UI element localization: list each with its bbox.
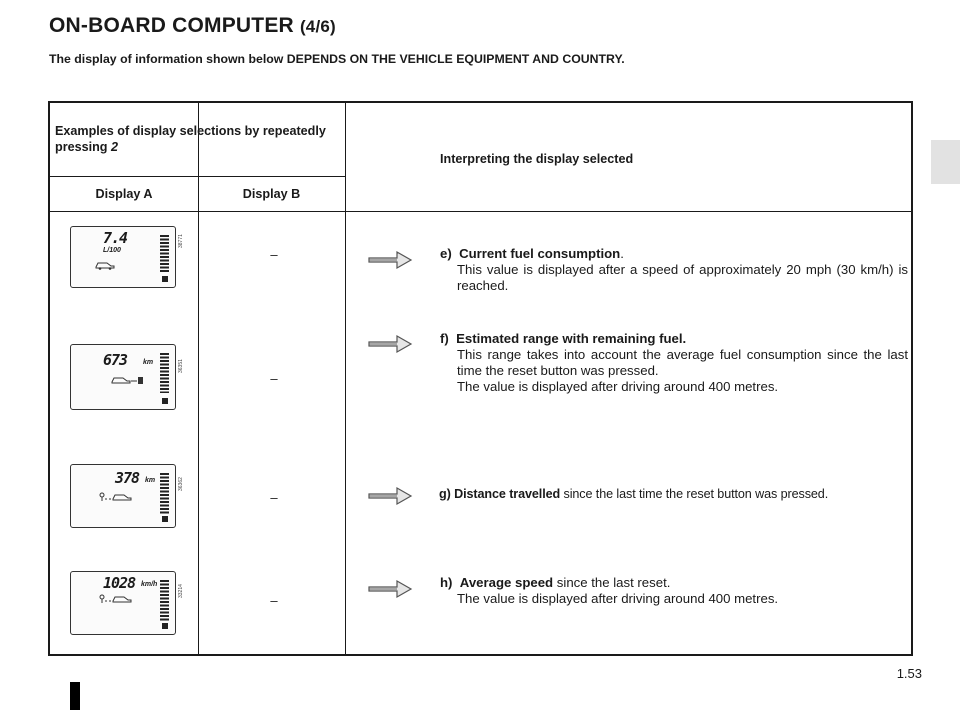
display-b-value: – <box>270 247 278 262</box>
display-value: 1028 <box>103 574 136 592</box>
display-unit: km <box>143 359 154 366</box>
entry-estimated-range: f) Estimated range with remaining fuel. … <box>440 331 908 394</box>
display-b-value: – <box>270 371 278 386</box>
arrow-right-icon <box>368 334 413 354</box>
title-text: ON-BOARD COMPUTER <box>49 14 294 37</box>
entry-line: This range takes into account the averag… <box>457 347 908 378</box>
button-ref: 2 <box>111 140 119 154</box>
entry-line: This value is displayed after a speed of… <box>457 262 908 293</box>
examples-header: Examples of display selections by repeat… <box>55 124 326 154</box>
image-ref: 36351 <box>178 359 184 373</box>
fuel-pump-icon <box>162 516 168 522</box>
header-divider <box>50 176 345 177</box>
lcd-display-average-speed: 1028 km/h <box>70 571 176 635</box>
entry-label: Current fuel consumption <box>459 246 621 261</box>
display-table: Examples of display selections by repeat… <box>48 101 913 656</box>
header-bottom-rule <box>50 211 911 212</box>
display-unit: km <box>145 477 156 484</box>
lcd-display-range: 673 km <box>70 344 176 410</box>
lcd-display-fuel-consumption: 7.4 L/100 <box>70 226 176 288</box>
fuel-pump-icon <box>162 276 168 282</box>
title-part: (4/6) <box>299 17 336 36</box>
entry-distance-travelled: g) Distance travelled since the last tim… <box>439 487 829 501</box>
page-number: 1.53 <box>896 666 922 681</box>
entry-line: The value is displayed after driving aro… <box>457 379 779 394</box>
image-ref: 38771 <box>178 234 184 248</box>
display-unit: km/h <box>141 581 158 588</box>
image-ref: 33214 <box>178 584 184 598</box>
display-b-value: – <box>270 593 278 608</box>
entry-average-speed: h) Average speed since the last reset. T… <box>440 575 908 607</box>
trip-flag-icon <box>99 594 132 603</box>
display-unit: L/100 <box>103 247 121 254</box>
fuel-gauge-icon <box>160 473 169 515</box>
trip-flag-icon <box>99 492 132 501</box>
image-ref: 36362 <box>178 477 184 491</box>
display-a-header: Display A <box>95 187 153 201</box>
fuel-gauge-icon <box>160 235 169 273</box>
entry-label: Estimated range with remaining fuel. <box>456 331 687 346</box>
display-value: 7.4 <box>103 229 128 247</box>
display-value: 673 <box>103 351 128 369</box>
fuel-gauge-icon <box>160 353 169 393</box>
entry-line: The value is displayed after driving aro… <box>457 591 779 606</box>
page-subtitle: The display of information shown below D… <box>49 52 625 66</box>
car-icon <box>111 377 143 384</box>
page-title: ON-BOARD COMPUTER (4/6) <box>49 14 336 38</box>
fuel-pump-icon <box>162 398 168 404</box>
arrow-right-icon <box>368 579 413 599</box>
section-side-tab <box>931 140 960 184</box>
entry-label: Average speed <box>459 575 554 590</box>
entry-fuel-consumption: e) Current fuel consumption. This value … <box>440 246 908 293</box>
display-value: 378 <box>115 469 140 487</box>
column-divider <box>345 103 346 654</box>
entry-label: Distance travelled <box>454 487 561 501</box>
arrow-right-icon <box>368 486 413 506</box>
arrow-right-icon <box>368 250 413 270</box>
column-divider <box>198 103 199 654</box>
interpret-header: Interpreting the display selected <box>440 152 634 166</box>
lcd-display-distance: 378 km <box>70 464 176 528</box>
fuel-gauge-icon <box>160 580 169 622</box>
display-b-value: – <box>270 490 278 505</box>
display-b-header: Display B <box>242 187 301 201</box>
page-corner-mark <box>70 682 80 710</box>
car-icon <box>95 262 115 270</box>
fuel-pump-icon <box>162 623 168 629</box>
